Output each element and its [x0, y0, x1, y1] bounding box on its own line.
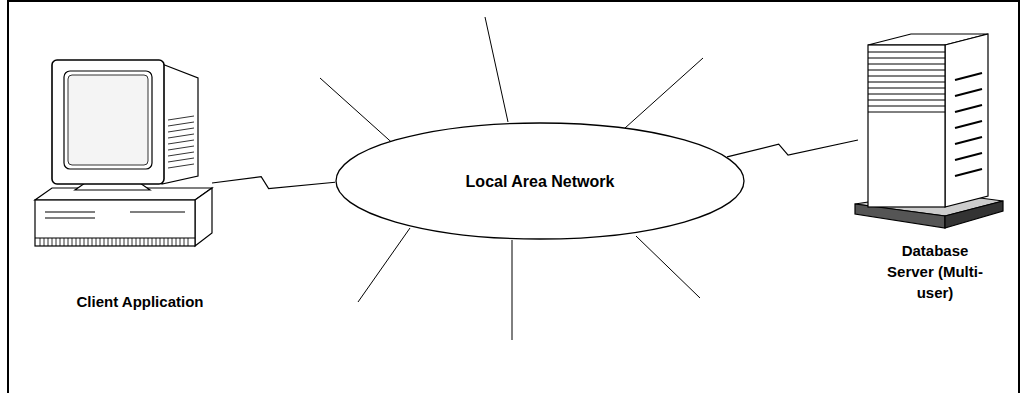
- server-illustration: [855, 34, 1003, 228]
- node-label: Database Server (Multi-user): [880, 240, 990, 303]
- node-label: Client Application: [30, 291, 250, 312]
- network-link: [212, 177, 335, 189]
- ellipse-shape: [336, 123, 744, 239]
- frame: [8, 1, 1019, 393]
- computer-illustration: [35, 60, 212, 246]
- computer-node: Client Application: [28, 55, 212, 320]
- label-holder: Database Server (Multi-user): [880, 240, 990, 303]
- label-holder: Client Application: [30, 291, 250, 312]
- server-node: Database Server (Multi-user): [858, 35, 1008, 325]
- network-link: [727, 140, 858, 157]
- network-ellipse: Local Area Network: [335, 122, 745, 240]
- network-label: Local Area Network: [466, 171, 615, 192]
